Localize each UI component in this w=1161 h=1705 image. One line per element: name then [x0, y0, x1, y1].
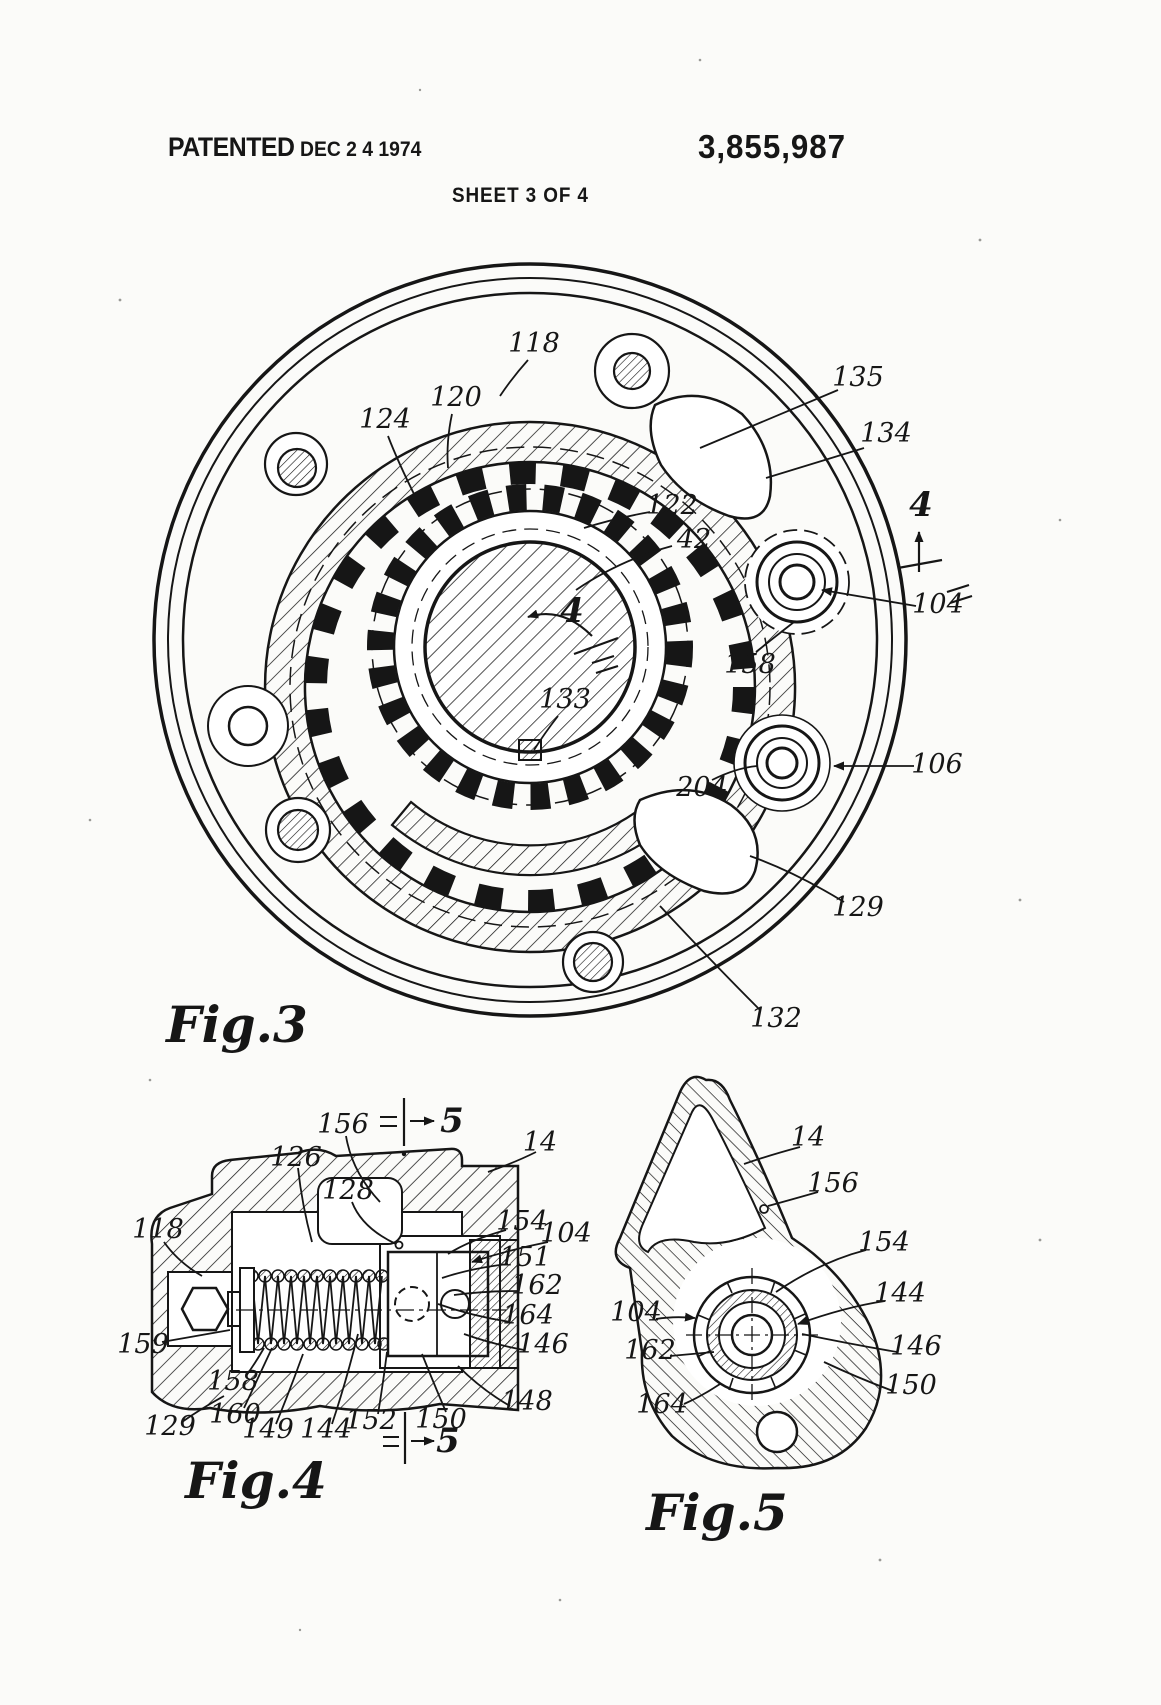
bushing-104	[686, 1268, 820, 1402]
fig4-ref-162: 162	[511, 1270, 563, 1301]
port-104	[744, 529, 850, 635]
fig5-reference-numerals: 14 156 154 144 104 146 150 162 164	[610, 1122, 942, 1420]
port-106	[733, 714, 831, 812]
shaft-keyway	[518, 739, 542, 761]
section-line-5-top: 5	[380, 1098, 464, 1157]
fig4-ref-149: 149	[242, 1414, 294, 1445]
paper-speckles	[88, 58, 1062, 1632]
fig3-leader-lines	[387, 359, 917, 1011]
fig5-ref-104: 104	[610, 1297, 662, 1328]
fig4-ref-164: 164	[502, 1300, 554, 1331]
fig4-caption: Fig.4	[183, 1451, 327, 1510]
fig3-ref-106: 106	[911, 749, 963, 780]
figure-3-gear-assembly: 4 4 118 120 124 135 134 122 42 104 158 1…	[152, 262, 973, 1054]
bracket-bolt-hole	[755, 1410, 799, 1454]
fig4-ref-152: 152	[345, 1405, 397, 1436]
fig4-ref-150: 150	[415, 1404, 467, 1435]
section-line-4-center: 4	[527, 591, 619, 675]
section-5-top-label: 5	[440, 1101, 464, 1141]
fig5-ref-14: 14	[791, 1122, 825, 1153]
fig3-ref-104: 104	[912, 589, 964, 620]
fig3-ref-120: 120	[430, 382, 482, 413]
fig4-ref-160: 160	[209, 1399, 261, 1430]
passage-156	[317, 1177, 403, 1245]
fig4-ref-151: 151	[499, 1242, 551, 1273]
fig4-ref-128: 128	[322, 1175, 374, 1206]
fig4-ref-158: 158	[207, 1366, 259, 1397]
fig4-ref-156: 156	[317, 1109, 369, 1140]
fig3-ref-132: 132	[750, 1003, 802, 1034]
sheet-info: SHEET 3 OF 4	[452, 184, 589, 207]
fig3-ref-158: 158	[724, 649, 776, 680]
kidney-port-bottom	[633, 788, 759, 895]
fig3-caption: Fig.3	[164, 995, 308, 1054]
fig4-ref-148: 148	[501, 1386, 553, 1417]
section-5-bottom-label: 5	[436, 1421, 460, 1461]
fig4-ref-104: 104	[540, 1218, 592, 1249]
fig5-caption: Fig.5	[644, 1483, 788, 1542]
ring-gear-teeth	[305, 462, 755, 912]
fig5-ref-156: 156	[807, 1168, 859, 1199]
fig3-ref-124: 124	[359, 404, 411, 435]
spur-gear-teeth	[367, 484, 693, 810]
relief-spring	[245, 1269, 391, 1351]
kidney-port-top	[649, 394, 773, 520]
fig3-ref-135: 135	[832, 362, 884, 393]
fig4-ref-154: 154	[496, 1206, 548, 1237]
fig3-ref-133: 133	[539, 684, 591, 715]
section-line-5-bottom: 5	[383, 1412, 460, 1464]
fig4-ref-146: 146	[517, 1329, 569, 1360]
section-4-center-label: 4	[560, 591, 584, 631]
fig4-ref-129: 129	[144, 1411, 196, 1442]
fig4-leader-lines	[161, 1135, 549, 1425]
fig4-reference-numerals: 156 126 128 14 118 154 104 151 162 164 1…	[117, 1109, 592, 1445]
patent-number: 3,855,987	[698, 128, 847, 165]
fig3-reference-numerals: 118 120 124 135 134 122 42 104 158 133 2…	[359, 328, 964, 1034]
fig3-ref-129: 129	[832, 892, 884, 923]
fig4-ref-144: 144	[300, 1414, 352, 1445]
fig4-ref-126: 126	[270, 1142, 322, 1173]
fig3-ref-204: 204	[675, 772, 728, 803]
fig5-ref-144: 144	[874, 1278, 926, 1309]
fig5-ref-162: 162	[624, 1335, 676, 1366]
fig5-ref-150: 150	[885, 1370, 937, 1401]
bolt-holes	[207, 332, 671, 994]
fig4-ref-159: 159	[117, 1329, 169, 1360]
bracket-window	[638, 1104, 767, 1254]
fig3-ref-118: 118	[508, 328, 560, 359]
section-4-label: 4	[909, 485, 933, 525]
fig5-ref-146: 146	[890, 1331, 942, 1362]
fig3-ref-42: 42	[676, 524, 711, 555]
fig4-ref-118: 118	[132, 1214, 184, 1245]
fig5-ref-154: 154	[858, 1227, 910, 1258]
fig5-leader-lines	[655, 1146, 898, 1405]
fig5-ref-164: 164	[636, 1389, 688, 1420]
figure-4-valve-section: 5 5	[117, 1098, 592, 1510]
crescent-seal	[390, 800, 670, 877]
fig4-ref-14: 14	[523, 1127, 557, 1158]
patent-date: DEC 2 4 1974	[300, 138, 422, 161]
patented-label: PATENTED	[168, 132, 295, 162]
figure-5-bushing-detail: 14 156 154 144 104 146 150 162 164 Fig.5	[610, 1075, 942, 1542]
fig3-ref-134: 134	[860, 418, 912, 449]
fig3-ref-122: 122	[646, 490, 698, 521]
section-line-4-right: 4	[897, 485, 973, 605]
